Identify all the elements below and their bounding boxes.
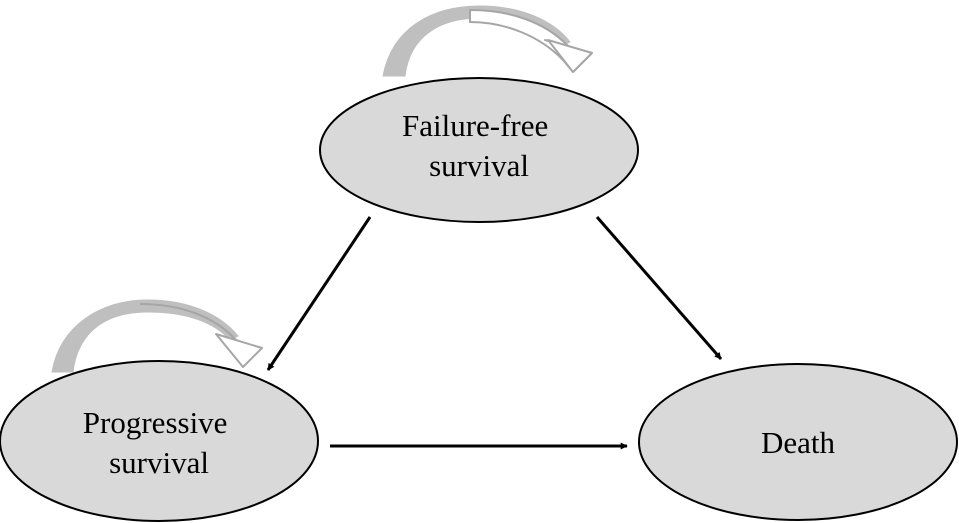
state-progressive-shape (0, 360, 319, 522)
state-death-label: Death (761, 425, 836, 460)
svg-text:Failure-free survival: Failure-free survival (402, 108, 556, 183)
state-death-shape (638, 363, 958, 521)
self-loop-progressive (51, 299, 263, 373)
state-progressive-line1: Progressive (83, 405, 228, 440)
arrow-failure-free-to-death (595, 216, 723, 360)
arrow-failure-free-to-progressive (266, 216, 372, 371)
state-failure-free-line1: Failure-free (402, 108, 548, 143)
state-death: Death (638, 363, 958, 521)
state-failure-free-shape (319, 77, 639, 223)
state-failure-free-line2: survival (429, 148, 529, 183)
state-progressive-line2: survival (109, 445, 209, 480)
state-failure-free-survival: Failure-free survival (319, 77, 639, 223)
svg-text:Progressive survival: Progressive survival (83, 405, 235, 480)
state-progressive-survival: Progressive survival (0, 360, 319, 522)
self-loop-failure-free (382, 5, 593, 77)
